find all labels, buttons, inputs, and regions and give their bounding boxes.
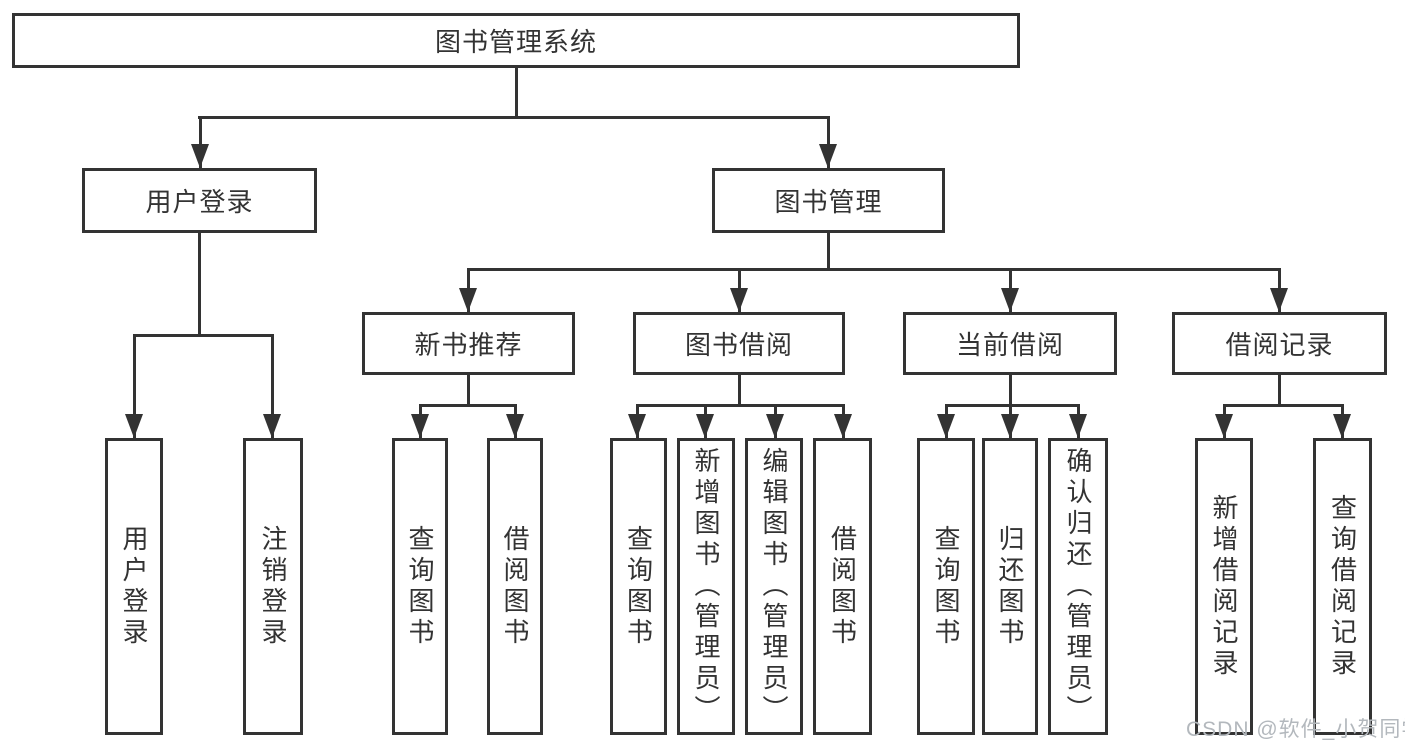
leaf-newbook-query-books-label: 查询图书 (405, 524, 435, 649)
connector-borrow-stub (738, 373, 741, 406)
connector-borrow-hbar (636, 404, 844, 407)
arrow-down-icon (1069, 414, 1087, 438)
node-new-book-recommend-label: 新书推荐 (414, 330, 523, 360)
arrow-down-icon (730, 288, 748, 312)
arrow-down-icon (1215, 414, 1233, 438)
arrow-down-icon (1270, 288, 1288, 312)
leaf-records-add-record: 新增借阅记录 (1195, 438, 1253, 735)
arrow-down-icon (411, 414, 429, 438)
connector-userlogin-hbar (133, 334, 274, 337)
leaf-borrow-query-books: 查询图书 (610, 438, 667, 735)
leaf-borrow-add-books-admin-label: 新增图书（管理员） (691, 447, 721, 726)
connector-root-hbar (198, 116, 830, 119)
leaf-current-confirm-return-admin: 确认归还（管理员） (1048, 438, 1108, 735)
connector-records-hbar (1223, 404, 1343, 407)
leaf-logout: 注销登录 (243, 438, 303, 735)
leaf-borrow-borrow-books: 借阅图书 (813, 438, 872, 735)
arrow-down-icon (628, 414, 646, 438)
arrow-down-icon (766, 414, 784, 438)
connector-root-stub (515, 66, 518, 118)
leaf-user-login-label: 用户登录 (119, 524, 149, 649)
arrow-down-icon (937, 414, 955, 438)
arrow-down-icon (506, 414, 524, 438)
leaf-current-confirm-return-admin-label: 确认归还（管理员） (1063, 447, 1093, 726)
connector-root-right-drop (827, 116, 830, 168)
arrow-down-icon (263, 414, 281, 438)
arrow-down-icon (125, 414, 143, 438)
leaf-current-query-books-label: 查询图书 (931, 524, 961, 649)
node-new-book-recommend: 新书推荐 (362, 312, 575, 375)
leaf-current-return-books: 归还图书 (982, 438, 1038, 735)
node-user-login: 用户登录 (82, 168, 317, 233)
node-current-borrow: 当前借阅 (903, 312, 1117, 375)
node-borrow-records-label: 借阅记录 (1225, 330, 1334, 360)
arrow-down-icon (1333, 414, 1351, 438)
node-book-borrow-label: 图书借阅 (684, 330, 793, 360)
leaf-current-query-books: 查询图书 (917, 438, 975, 735)
leaf-records-query-record: 查询借阅记录 (1313, 438, 1372, 735)
connector-bookmgmt-stub (827, 231, 830, 270)
leaf-newbook-borrow-books: 借阅图书 (487, 438, 543, 735)
arrow-down-icon (696, 414, 714, 438)
arrow-down-icon (191, 144, 209, 168)
node-current-borrow-label: 当前借阅 (955, 330, 1064, 360)
leaf-borrow-edit-books-admin-label: 编辑图书（管理员） (759, 447, 789, 726)
leaf-borrow-query-books-label: 查询图书 (623, 524, 654, 649)
leaf-borrow-edit-books-admin: 编辑图书（管理员） (745, 438, 803, 735)
leaf-records-add-record-label: 新增借阅记录 (1209, 493, 1239, 680)
node-book-management: 图书管理 (712, 168, 945, 233)
leaf-records-query-record-label: 查询借阅记录 (1327, 493, 1358, 680)
leaf-newbook-query-books: 查询图书 (392, 438, 448, 735)
connector-bookmgmt-hbar (467, 268, 1281, 271)
node-root: 图书管理系统 (12, 13, 1020, 68)
arrow-down-icon (459, 288, 477, 312)
connector-userlogin-drop-2 (271, 334, 274, 438)
leaf-borrow-add-books-admin: 新增图书（管理员） (677, 438, 735, 735)
watermark: CSDN @软件_小贺同学 (1186, 718, 1405, 741)
node-book-borrow: 图书借阅 (633, 312, 845, 375)
node-root-label: 图书管理系统 (434, 27, 597, 57)
leaf-user-login: 用户登录 (105, 438, 163, 735)
node-borrow-records: 借阅记录 (1172, 312, 1387, 375)
leaf-logout-label: 注销登录 (258, 524, 288, 649)
arrow-down-icon (834, 414, 852, 438)
connector-records-stub (1278, 373, 1281, 406)
leaf-newbook-borrow-books-label: 借阅图书 (500, 524, 530, 649)
node-book-management-label: 图书管理 (774, 187, 883, 217)
leaf-current-return-books-label: 归还图书 (995, 524, 1025, 649)
node-user-login-label: 用户登录 (145, 187, 254, 217)
connector-userlogin-drop-1 (133, 334, 136, 438)
connector-current-stub (1009, 373, 1012, 406)
connector-root-left-drop (199, 116, 202, 168)
connector-newbook-stub (467, 373, 470, 406)
connector-newbook-hbar (419, 404, 517, 407)
arrow-down-icon (1001, 288, 1019, 312)
arrow-down-icon (1001, 414, 1019, 438)
leaf-borrow-borrow-books-label: 借阅图书 (827, 524, 858, 649)
connector-userlogin-stub (198, 231, 201, 337)
arrow-down-icon (819, 144, 837, 168)
connector-current-hbar (945, 404, 1079, 407)
